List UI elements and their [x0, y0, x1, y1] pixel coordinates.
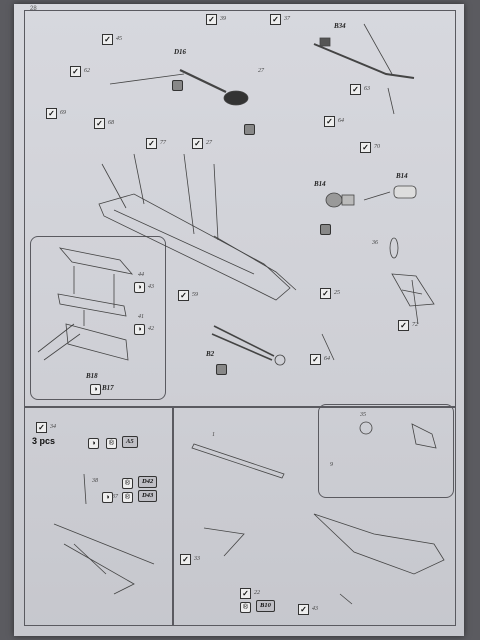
- instruction-sheet: 28: [14, 4, 464, 636]
- paint-icon: ®: [240, 602, 251, 613]
- step-number: 44: [138, 272, 144, 278]
- step-number: 34: [50, 424, 56, 430]
- step-number: 70: [374, 144, 380, 150]
- part-badge-d42: D42: [138, 476, 158, 488]
- check-box[interactable]: ✓: [192, 138, 203, 149]
- paint-icon: [244, 124, 255, 135]
- tow-hook-part: [325, 192, 343, 208]
- part-label-b17: B17: [102, 384, 114, 392]
- step-number: 42: [148, 326, 154, 332]
- page-number: 28: [30, 6, 37, 12]
- glue-icon: ◑: [134, 282, 145, 293]
- part-label-b2: B2: [206, 350, 215, 358]
- step-number: 37: [284, 16, 290, 22]
- part-badge-d43: D43: [138, 490, 158, 502]
- step-number: 45: [116, 36, 122, 42]
- crowbar: [313, 43, 415, 79]
- bracket-72: [391, 273, 435, 307]
- check-box[interactable]: ✓: [46, 108, 57, 119]
- step-number: 25: [334, 290, 340, 296]
- part-label-b34: B34: [334, 22, 346, 30]
- step-number: 77: [160, 140, 166, 146]
- inset-plate: [58, 247, 134, 275]
- paint-icon: [172, 80, 183, 91]
- step-number: 62: [84, 68, 90, 74]
- glue-icon: ◑: [134, 324, 145, 335]
- bottom-left-panel-frame: [24, 406, 174, 626]
- check-box[interactable]: ✓: [310, 354, 321, 365]
- check-box[interactable]: ✓: [270, 14, 281, 25]
- tow-pin-part: [393, 185, 417, 199]
- strip-part-1: [191, 443, 285, 479]
- check-box[interactable]: ✓: [360, 142, 371, 153]
- step-number: 43: [312, 606, 318, 612]
- step-number: 37: [112, 494, 118, 500]
- step-number: 41: [138, 314, 144, 320]
- check-box[interactable]: ✓: [398, 320, 409, 331]
- rail-detail: [53, 523, 155, 595]
- step-number: 39: [220, 16, 226, 22]
- paint-icon: ®: [122, 478, 133, 489]
- step-number: 36: [372, 240, 378, 246]
- step-number: 27: [258, 68, 264, 74]
- check-box[interactable]: ✓: [350, 84, 361, 95]
- paint-icon: ®: [122, 492, 133, 503]
- part-label-b14-b: B14: [396, 172, 408, 180]
- step-number: 69: [60, 110, 66, 116]
- step-number: 64: [324, 356, 330, 362]
- check-box[interactable]: ✓: [178, 290, 189, 301]
- step-number: 38: [92, 478, 98, 484]
- part-badge-a5: A5: [122, 436, 138, 448]
- inset-sub-assembly-frame: [30, 236, 166, 400]
- step-number: 63: [364, 86, 370, 92]
- step-number: 22: [254, 590, 260, 596]
- inset-frame-part: [65, 323, 129, 361]
- check-box[interactable]: ✓: [324, 116, 335, 127]
- part-label-d16: D16: [174, 48, 187, 56]
- step-number: 33: [194, 556, 200, 562]
- inset-detail-frame: [318, 404, 454, 498]
- step-number: 43: [148, 284, 154, 290]
- shovel-handle: [179, 69, 227, 93]
- bottom-right-panel-frame: [172, 406, 456, 626]
- check-box[interactable]: ✓: [146, 138, 157, 149]
- wire-cutter: [211, 325, 275, 361]
- step-number: 9: [330, 462, 333, 468]
- part-label-b18: B18: [86, 372, 98, 380]
- check-box[interactable]: ✓: [102, 34, 113, 45]
- step-number: 64: [338, 118, 344, 124]
- check-box[interactable]: ✓: [206, 14, 217, 25]
- paint-icon: [320, 224, 331, 235]
- main-panel-frame: [24, 10, 456, 408]
- step-number: 68: [108, 120, 114, 126]
- paint-icon: [216, 364, 227, 375]
- check-box[interactable]: ✓: [70, 66, 81, 77]
- glue-icon: ◑: [90, 384, 101, 395]
- part-badge-b10: B10: [256, 600, 275, 612]
- step-number: 72: [412, 322, 418, 328]
- step-number: 59: [192, 292, 198, 298]
- check-box[interactable]: ✓: [36, 422, 47, 433]
- chassis-beam: [98, 193, 291, 301]
- part-label-b14-a: B14: [314, 180, 326, 188]
- step-number: 27: [206, 140, 212, 146]
- check-box[interactable]: ✓: [94, 118, 105, 129]
- step-number: 1: [212, 432, 215, 438]
- glue-icon: ◑: [88, 438, 99, 449]
- check-box[interactable]: ✓: [298, 604, 309, 615]
- paint-icon: ®: [106, 438, 117, 449]
- check-box[interactable]: ✓: [180, 554, 191, 565]
- glue-icon: ◑: [102, 492, 113, 503]
- quantity-note: 3 pcs: [32, 436, 56, 446]
- shovel-blade: [223, 90, 249, 106]
- check-box[interactable]: ✓: [240, 588, 251, 599]
- hull-section: [313, 513, 445, 575]
- step-number: 35: [360, 412, 366, 418]
- assembly-line-art: [37, 23, 445, 605]
- check-box[interactable]: ✓: [320, 288, 331, 299]
